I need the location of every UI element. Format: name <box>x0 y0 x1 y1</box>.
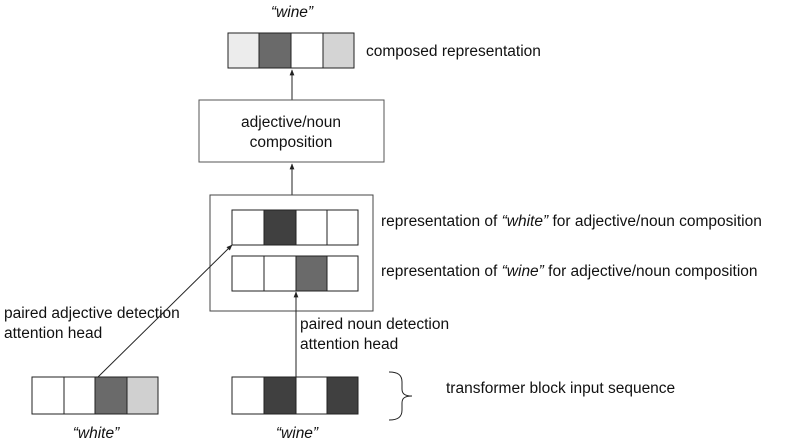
input-white-cell-1 <box>31 376 65 415</box>
noun-head-label-line1: paired noun detection <box>300 316 449 333</box>
rep-wine-vector <box>231 255 359 292</box>
rep-wine-cell-1 <box>231 255 265 292</box>
adjective-head-label-line1: paired adjective detection <box>4 305 180 322</box>
top-word-label: “wine” <box>271 4 314 21</box>
composition-box <box>198 99 385 163</box>
input-white-vector <box>31 376 159 415</box>
input-wine-vector <box>231 376 359 415</box>
rep-wine-label: representation of “wine” for adjective/n… <box>381 263 758 280</box>
input-white-cell-2 <box>63 376 96 415</box>
adjective-head-label-line2: attention head <box>4 325 102 342</box>
composed-cell-3 <box>290 32 324 69</box>
input-wine-cell-3 <box>295 376 328 415</box>
composed-vector <box>227 32 355 69</box>
representations-frame <box>209 194 374 312</box>
rep-white-cell-3 <box>295 209 328 246</box>
input-sequence-brace <box>388 371 413 421</box>
rep-white-cell-4 <box>326 209 359 246</box>
composed-cell-1 <box>227 32 260 69</box>
rep-white-cell-2 <box>263 209 297 246</box>
input-white-cell-4 <box>126 376 159 415</box>
bottom-wine-label: “wine” <box>276 425 319 442</box>
rep-wine-cell-2 <box>263 255 297 292</box>
rep-white-label: representation of “white” for adjective/… <box>381 213 762 230</box>
bottom-white-label: “white” <box>73 425 120 442</box>
composed-cell-2 <box>258 32 292 69</box>
rep-white-cell-1 <box>231 209 265 246</box>
composed-cell-4 <box>322 32 355 69</box>
input-wine-cell-1 <box>231 376 265 415</box>
input-sequence-label: transformer block input sequence <box>446 380 675 397</box>
input-white-cell-3 <box>94 376 128 415</box>
composition-label-line2: composition <box>250 134 333 151</box>
rep-wine-cell-4 <box>326 255 359 292</box>
noun-head-label-line2: attention head <box>300 336 398 353</box>
rep-white-vector <box>231 209 359 246</box>
rep-wine-cell-3 <box>295 255 328 292</box>
composition-label-line1: adjective/noun <box>241 114 341 131</box>
input-wine-cell-4 <box>326 376 359 415</box>
adjective-attention-arrow <box>97 244 233 378</box>
composed-representation-label: composed representation <box>366 43 541 60</box>
input-wine-cell-2 <box>263 376 297 415</box>
